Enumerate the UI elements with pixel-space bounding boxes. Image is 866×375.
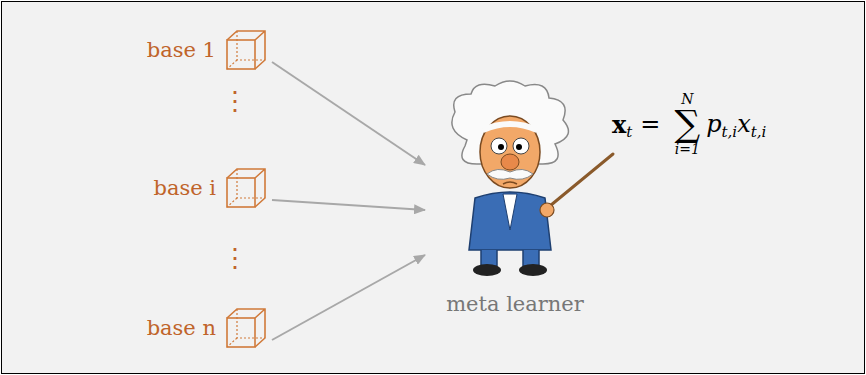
ellipsis-mark: ⋮ [222,245,248,271]
sum-block: N∑i=1 [674,92,700,156]
formula-subscript: t,i [722,123,738,141]
formula-symbol: x [612,110,626,139]
meta-learner: meta learner [425,80,605,316]
formula-subscript: t [626,123,632,141]
base-learner: base n [147,306,268,350]
formula-symbol: ∑ [674,106,700,142]
cube-icon [224,306,268,350]
input-arrow [272,62,425,165]
input-arrow [272,200,425,210]
base-label: base n [147,316,216,340]
base-label: base i [153,176,216,200]
formula-limit: N [681,92,693,106]
base-label: base 1 [147,38,216,62]
formula-symbol: x [737,110,751,138]
cube-icon [224,28,268,72]
formula: xt=N∑i=1pt,ixt,i [612,92,766,156]
formula-symbol: = [640,110,660,138]
meta-label: meta learner [446,292,584,316]
formula-limit: i=1 [675,142,700,156]
ellipsis-mark: ⋮ [222,88,248,114]
base-learner: base i [153,166,268,210]
base-learner: base 1 [147,28,268,72]
formula-symbol: p [706,110,721,138]
teacher-figure [425,80,605,280]
input-arrow [272,255,425,340]
cube-icon [224,166,268,210]
formula-subscript: t,i [751,123,767,141]
